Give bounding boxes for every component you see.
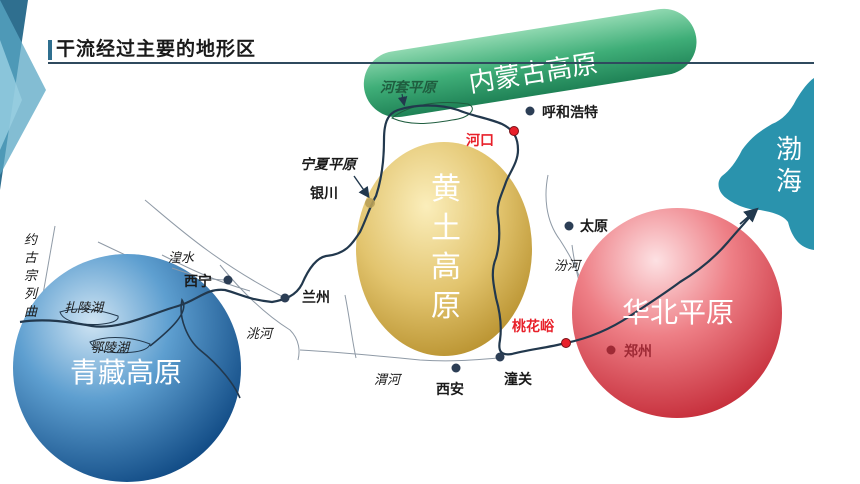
loess-plateau-shape [356,142,532,356]
fenhe-label: 汾河 [554,259,583,274]
north-china-plain-shape [572,208,782,418]
taohuayu-label: 桃花峪 [512,318,555,335]
corner-decoration [0,0,46,190]
title-accent-bar [48,40,52,60]
taohuayu-dot [561,338,571,348]
xining-label: 西宁 [184,273,212,290]
ningxia-plain-label: 宁夏平原 [300,156,359,173]
page-title: 干流经过主要的地形区 [56,38,257,60]
huhehaote-dot [525,106,535,116]
taohe-label: 洮河 [246,327,275,342]
yuegu-label-3: 宗 [24,268,39,284]
hekou-label: 河口 [466,132,494,149]
hetao-plain-label: 河套平原 [380,79,439,96]
taiyuan-dot [564,221,574,231]
bohai-label-1: 渤 [776,135,802,165]
yinchuan-label: 银川 [310,185,338,202]
bohai-sea-shape [718,78,814,250]
zhengzhou-dot [606,345,616,355]
loess-label-4: 原 [431,289,461,324]
lanzhou-dot [280,293,290,303]
eling-lake-label: 鄂陵湖 [90,341,131,356]
taiyuan-label: 太原 [580,218,608,235]
hetao-plain-arrow [397,93,408,107]
tongguan-dot [495,352,505,362]
qinghai-tibet-label: 青藏高原 [70,356,182,389]
title-underline [48,62,814,64]
hekou-dot [509,126,519,136]
huangshui-line [171,267,229,281]
north-china-label: 华北平原 [622,296,734,329]
xian-label: 西安 [436,381,464,398]
ningxia-plain-marker [365,198,375,208]
qinghai-tibet-plateau-shape [13,254,241,482]
tongguan-label: 潼关 [504,371,532,388]
huangshui-label: 湟水 [168,251,195,266]
zhaling-lake-label: 扎陵湖 [64,301,105,316]
yuegu-label-5: 曲 [24,305,38,320]
yuegu-label-1: 约 [24,233,39,248]
zhengzhou-label: 郑州 [624,343,652,360]
ningxia-plain-arrow [353,175,370,199]
tributaries [41,174,588,362]
loess-label-3: 高 [431,250,461,285]
xian-dot [451,363,461,373]
bohai-label-2: 海 [776,167,802,197]
river-mouth-arrow [739,207,759,225]
loess-label-1: 黄 [431,172,461,207]
source-lakes [59,297,241,399]
huhehaote-label: 呼和浩特 [542,104,598,121]
weihe-label: 渭河 [374,373,403,388]
yuegu-label-2: 古 [24,251,39,266]
loess-label-2: 土 [431,211,461,246]
xining-dot [223,275,233,285]
yuegu-label-4: 列 [24,287,39,302]
lanzhou-label: 兰州 [302,289,330,306]
